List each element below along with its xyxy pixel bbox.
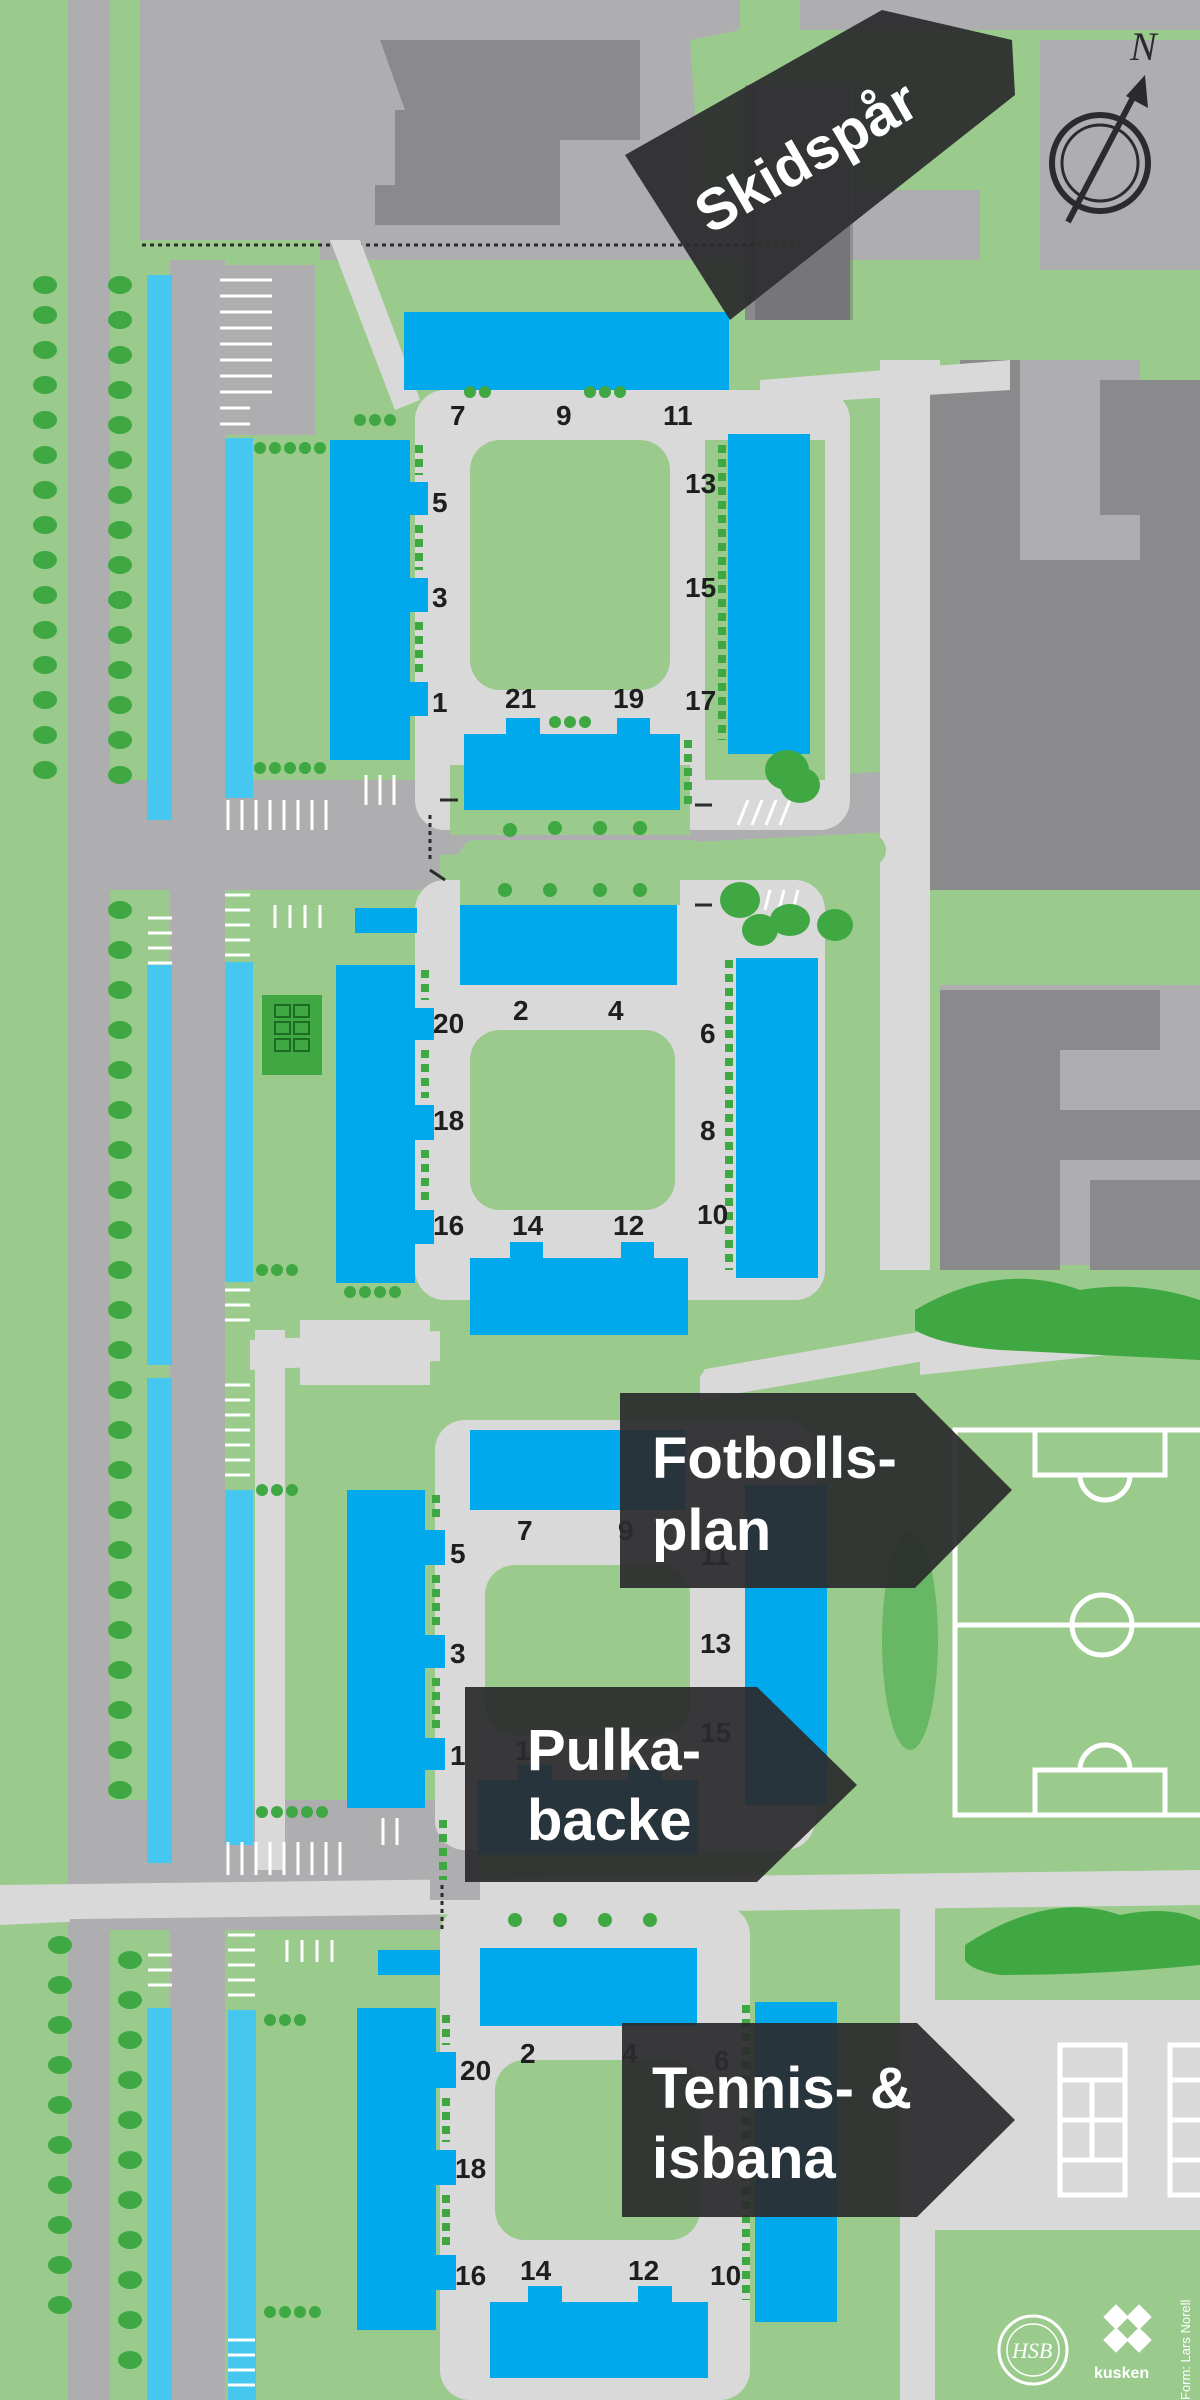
house-number: 13 [685,468,716,499]
building-2-4-south [480,1948,697,2026]
garages [147,275,256,2400]
compass-north-label: N [1129,24,1159,69]
sign-fotbolls-line1: Fotbolls- [652,1426,897,1491]
house-number: 16 [433,1210,464,1241]
building-7-11 [404,312,729,390]
sign-tennis-line2: isbana [652,2126,836,2191]
house-number: 8 [700,1115,716,1146]
hsb-logo: HSB [997,2314,1069,2386]
house-number: 13 [700,1628,731,1659]
house-number: 20 [433,1008,464,1039]
kusken-logo-text: kusken [1094,2365,1149,2382]
sign-pulka-line1: Pulka- [527,1718,701,1783]
house-number: 2 [520,2038,536,2069]
house-number: 10 [710,2260,741,2291]
house-number: 14 [512,1210,544,1241]
sign-pulka-line2: backe [527,1788,691,1853]
building-16-20 [336,965,434,1283]
tennis-courts [1057,2042,1200,2198]
house-number: 21 [505,683,536,714]
compass: N [1049,24,1159,224]
credit-form-text: Form: Lars Norell [1178,2299,1193,2400]
house-number: 1 [450,1740,466,1771]
house-number: 18 [455,2153,486,2184]
sign-fotbolls-line2: plan [652,1498,771,1563]
house-number: 7 [450,400,466,431]
football-field-lines [952,1427,1200,1818]
house-number: 11 [663,400,693,431]
building-12-14 [470,1242,688,1335]
main-road-west [68,0,110,2400]
building-east [940,990,1200,1270]
house-number: 5 [432,487,448,518]
house-number: 3 [432,582,448,613]
building-12-14-south [490,2286,708,2378]
house-number: 19 [613,683,644,714]
house-number: 15 [685,572,716,603]
compass-arrow-icon [1126,75,1148,108]
parking-stripes [148,278,800,2387]
house-number: 6 [700,1018,716,1049]
house-number: 3 [450,1638,466,1669]
building-13-17 [728,434,810,754]
sign-fotbollsplan: Fotbolls- plan [620,1393,1012,1588]
house-number: 14 [520,2255,552,2286]
house-number: 10 [697,1199,728,1230]
building-1-5 [330,440,428,760]
house-number: 17 [685,685,716,716]
sign-tennis-isbana: Tennis- & isbana [622,2023,1015,2217]
access-road-1 [70,780,440,890]
building-small-b4 [378,1950,440,1975]
house-number: 12 [628,2255,659,2286]
house-number: 7 [517,1515,533,1546]
building-2-4 [460,905,677,985]
building-6-10 [736,958,818,1278]
house-number: 4 [608,995,624,1026]
house-number: 12 [613,1210,644,1241]
building-1-5-south [347,1490,445,1808]
house-number: 16 [455,2260,486,2291]
hsb-logo-text: HSB [1011,2338,1052,2363]
building-small-b2 [355,908,417,933]
sign-tennis-line1: Tennis- & [652,2056,912,2121]
service-road [170,260,225,2400]
house-number: 9 [556,400,572,431]
house-number: 5 [450,1538,466,1569]
sign-pulkabacke: Pulka- backe [465,1687,857,1882]
house-number: 20 [460,2055,491,2086]
playground [262,995,322,1075]
garage-building-north [375,40,640,225]
building-19-21 [464,718,680,810]
house-number: 1 [432,687,448,718]
trees [33,276,1200,2369]
house-number: 18 [433,1105,464,1136]
house-number: 2 [513,995,529,1026]
compass-needle [1065,86,1141,224]
building-16-20-south [357,2008,456,2330]
